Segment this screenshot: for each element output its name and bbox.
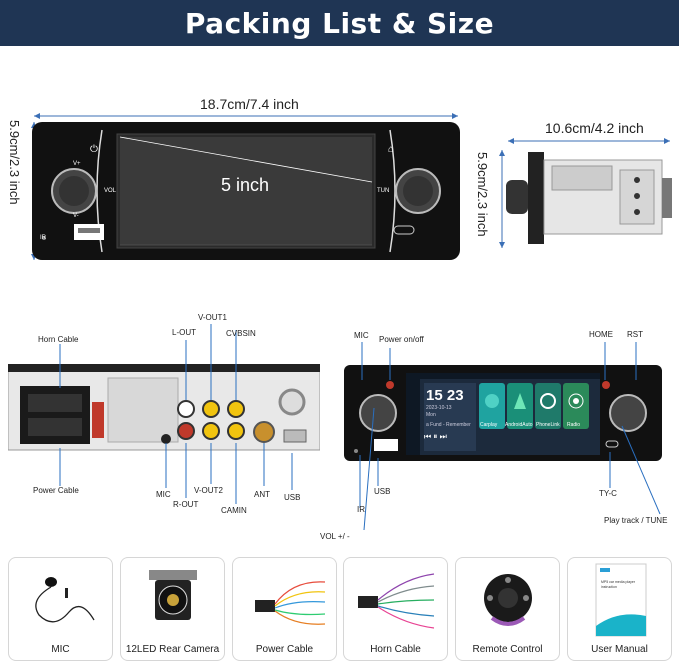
power-icon: ⏻ [90, 144, 98, 155]
accessory-mic: MIC [8, 557, 113, 661]
front-panel-callout-lines [359, 342, 661, 530]
accessory-label: 12LED Rear Camera [125, 644, 220, 655]
ir-label: IR [40, 235, 46, 241]
vol-down-label: V- [73, 213, 79, 219]
cvbsin-label: CVBSIN [226, 329, 256, 338]
home-icon: ⌂ [388, 144, 395, 155]
rst-label: RST [627, 330, 643, 339]
camera-icon [149, 570, 197, 620]
accessory-label: MIC [51, 644, 70, 655]
front-unit-illustration [32, 122, 460, 260]
v-out2-label: V-OUT2 [194, 486, 223, 495]
tun-label: TUN [377, 188, 390, 194]
front-panel-illustration [344, 365, 662, 461]
rear-usb-label: USB [284, 493, 301, 502]
power-label: Power on/off [379, 335, 424, 344]
app-radio[interactable]: Radio [567, 422, 581, 428]
page-title: Packing List & Size [184, 6, 495, 40]
accessory-label: Horn Cable [370, 644, 421, 655]
screen-size-label: 5 inch [221, 175, 270, 195]
vol-label: VOL +/ - [320, 532, 350, 541]
accessory-power-cable: Power Cable [232, 557, 337, 661]
vol-up-label: V+ [73, 161, 81, 167]
vol-side-label: VOL [104, 188, 117, 194]
accessories-row: MIC 12LED Rear Camera Power Cable [8, 557, 673, 661]
media-controls-icon: ⏮ ⏸ ⏭ [424, 432, 447, 441]
rear-mic-label: MIC [156, 490, 171, 499]
front-ir-label: IR [357, 505, 365, 514]
side-height-label: 5.9cm/2.3 inch [475, 152, 490, 237]
accessory-camera: 12LED Rear Camera [120, 557, 225, 661]
accessory-label: Remote Control [472, 644, 543, 655]
ant-label: ANT [254, 490, 270, 499]
front-usb-label: USB [374, 487, 391, 496]
accessory-remote: Remote Control [455, 557, 560, 661]
screen-clock: 15 23 [426, 387, 464, 404]
manual-cover-line2: instruction [601, 585, 617, 589]
screen-song: a Fund - Remember [426, 422, 471, 428]
horn-cable-label: Horn Cable [38, 335, 79, 344]
app-androidauto[interactable]: AndroidAuto [505, 422, 533, 428]
manual-icon [595, 563, 647, 637]
tyc-label: TY-C [599, 489, 617, 498]
side-depth-label: 10.6cm/4.2 inch [545, 120, 644, 136]
home-label: HOME [589, 330, 613, 339]
v-out1-label: V-OUT1 [198, 313, 227, 322]
accessory-label: Power Cable [255, 644, 314, 655]
app-carplay[interactable]: Carplay [480, 422, 498, 428]
power-cable-label: Power Cable [33, 486, 79, 495]
play-tune-label: Play track / TUNE [604, 516, 668, 525]
accessory-horn-cable: Horn Cable [343, 557, 448, 661]
l-out-label: L-OUT [172, 328, 196, 337]
horn-cable-icon [358, 573, 435, 629]
side-view-illustration [499, 138, 672, 248]
camin-label: CAMIN [221, 506, 247, 515]
screen-date: 2023-10-13 [426, 405, 452, 411]
front-height-label: 5.9cm/2.3 inch [7, 120, 22, 205]
microphone-icon [35, 577, 95, 623]
accessory-manual: MP5 car media player instruction User Ma… [567, 557, 672, 661]
screen-day: Mon [426, 412, 436, 418]
front-mic-label: MIC [354, 331, 369, 340]
accessory-label: User Manual [591, 644, 648, 655]
app-phonelink[interactable]: PhoneLink [536, 422, 560, 428]
front-width-label: 18.7cm/7.4 inch [200, 96, 299, 112]
header-banner: Packing List & Size [0, 0, 679, 46]
r-out-label: R-OUT [173, 500, 199, 509]
remote-icon [484, 574, 532, 626]
manual-cover-line1: MP5 car media player [601, 580, 636, 584]
power-cable-icon [255, 581, 326, 625]
rear-callout-lines [59, 324, 293, 504]
